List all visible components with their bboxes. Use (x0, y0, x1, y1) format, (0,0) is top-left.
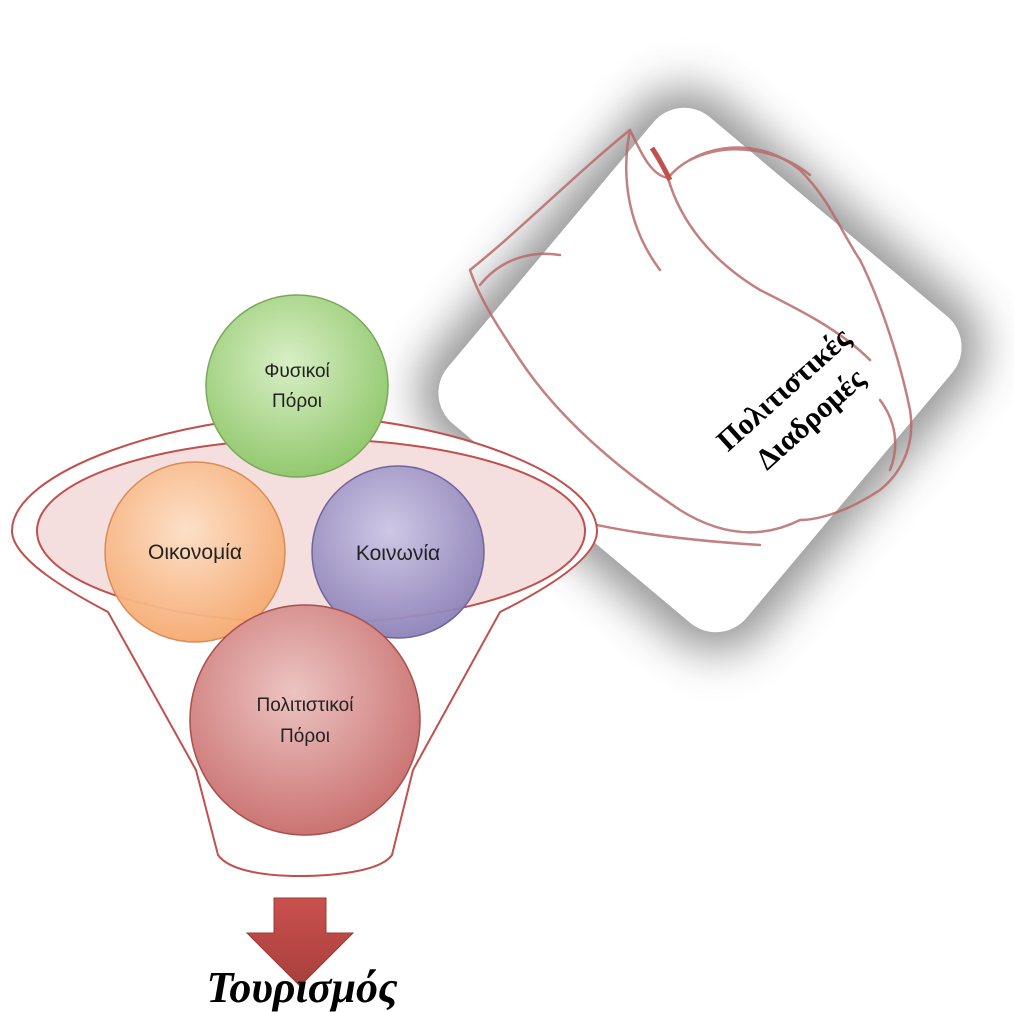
economy-label: Οικονομία (148, 541, 242, 564)
cultural-resources-circle: Πολιτιστικοί Πόροι (189, 604, 421, 836)
cultural-resources-line1: Πολιτιστικοί (257, 695, 355, 716)
result-label: Τουρισμός (206, 963, 398, 1012)
natural-resources-line1: Φυσικοί (264, 361, 330, 382)
economy-circle: Οικονομία (104, 461, 286, 643)
society-label: Κοινωνία (356, 542, 440, 565)
economy-shape (104, 461, 286, 643)
natural-resources-line2: Πόροι (272, 391, 322, 412)
cultural-resources-line2: Πόροι (280, 726, 330, 747)
cultural-resources-shape (189, 604, 421, 836)
pitcher-spout-mark (649, 146, 673, 182)
society-circle: Κοινωνία (311, 465, 485, 639)
down-arrow-icon (245, 897, 355, 987)
society-shape (311, 465, 485, 639)
natural-resources-circle: Φυσικοί Πόροι (205, 294, 389, 478)
natural-resources-shape (205, 294, 389, 478)
